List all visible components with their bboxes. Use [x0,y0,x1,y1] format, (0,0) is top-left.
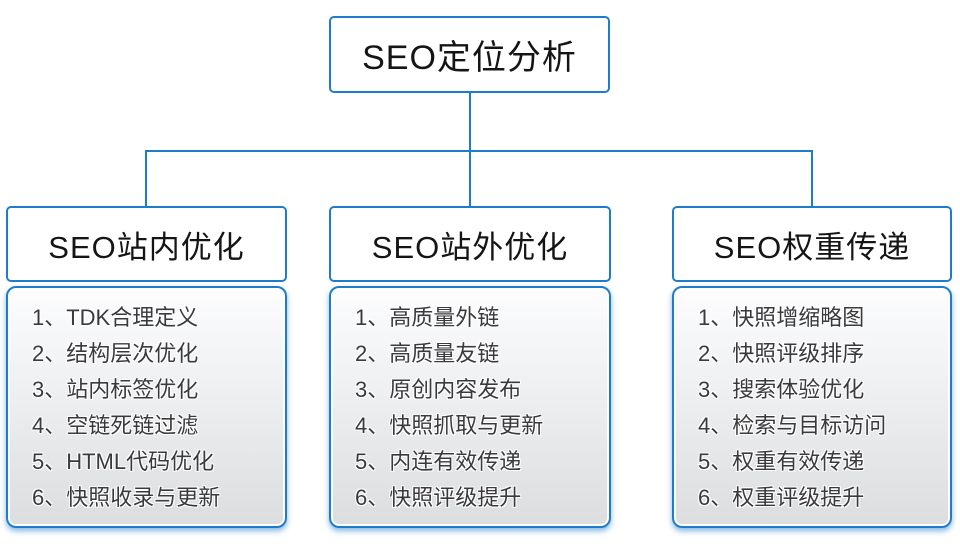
branch-header: SEO权重传递 [672,206,952,282]
branch-title: SEO站外优化 [371,229,569,265]
branch-offsite-optimization: SEO站外优化 1、高质量外链 2、高质量友链 3、原创内容发布 4、快照抓取与… [329,206,611,528]
list-item: 3、站内标签优化 [32,377,199,402]
list-item: 2、快照评级排序 [698,341,865,366]
list-item: 5、HTML代码优化 [32,449,215,474]
list-item: 6、快照收录与更新 [32,485,221,510]
branch-header: SEO站内优化 [6,206,287,282]
list-item: 2、结构层次优化 [32,341,199,366]
list-item: 4、快照抓取与更新 [355,413,544,438]
list-item: 6、权重评级提升 [698,485,865,510]
list-item: 1、快照增缩略图 [698,305,865,330]
connector-branch-1 [145,150,147,207]
list-item: 4、空链死链过滤 [32,413,199,438]
list-item: 4、检索与目标访问 [698,413,887,438]
branch-header: SEO站外优化 [329,206,611,282]
branch-weight-transfer: SEO权重传递 1、快照增缩略图 2、快照评级排序 3、搜索体验优化 4、检索与… [672,206,952,528]
list-item: 2、高质量友链 [355,341,500,366]
list-item: 5、权重有效传递 [698,449,865,474]
branch-title: SEO站内优化 [48,229,245,265]
root-node: SEO定位分析 [329,16,610,93]
connector-branch-3 [811,150,813,207]
branch-item-panel: 1、TDK合理定义 2、结构层次优化 3、站内标签优化 4、空链死链过滤 5、H… [6,286,287,528]
root-node-label: SEO定位分析 [362,39,577,77]
list-item: 1、TDK合理定义 [32,305,199,330]
branch-onsite-optimization: SEO站内优化 1、TDK合理定义 2、结构层次优化 3、站内标签优化 4、空链… [6,206,287,528]
list-item: 5、内连有效传递 [355,449,522,474]
list-item: 3、原创内容发布 [355,377,522,402]
branch-item-panel: 1、快照增缩略图 2、快照评级排序 3、搜索体验优化 4、检索与目标访问 5、权… [672,286,952,528]
connector-horizontal-bus [145,150,813,152]
connector-branch-2 [469,150,471,207]
list-item: 6、快照评级提升 [355,485,522,510]
list-item: 1、高质量外链 [355,305,500,330]
list-item: 3、搜索体验优化 [698,377,865,402]
branch-item-panel: 1、高质量外链 2、高质量友链 3、原创内容发布 4、快照抓取与更新 5、内连有… [329,286,611,528]
connector-root-stem [469,93,471,151]
branch-title: SEO权重传递 [713,229,911,265]
